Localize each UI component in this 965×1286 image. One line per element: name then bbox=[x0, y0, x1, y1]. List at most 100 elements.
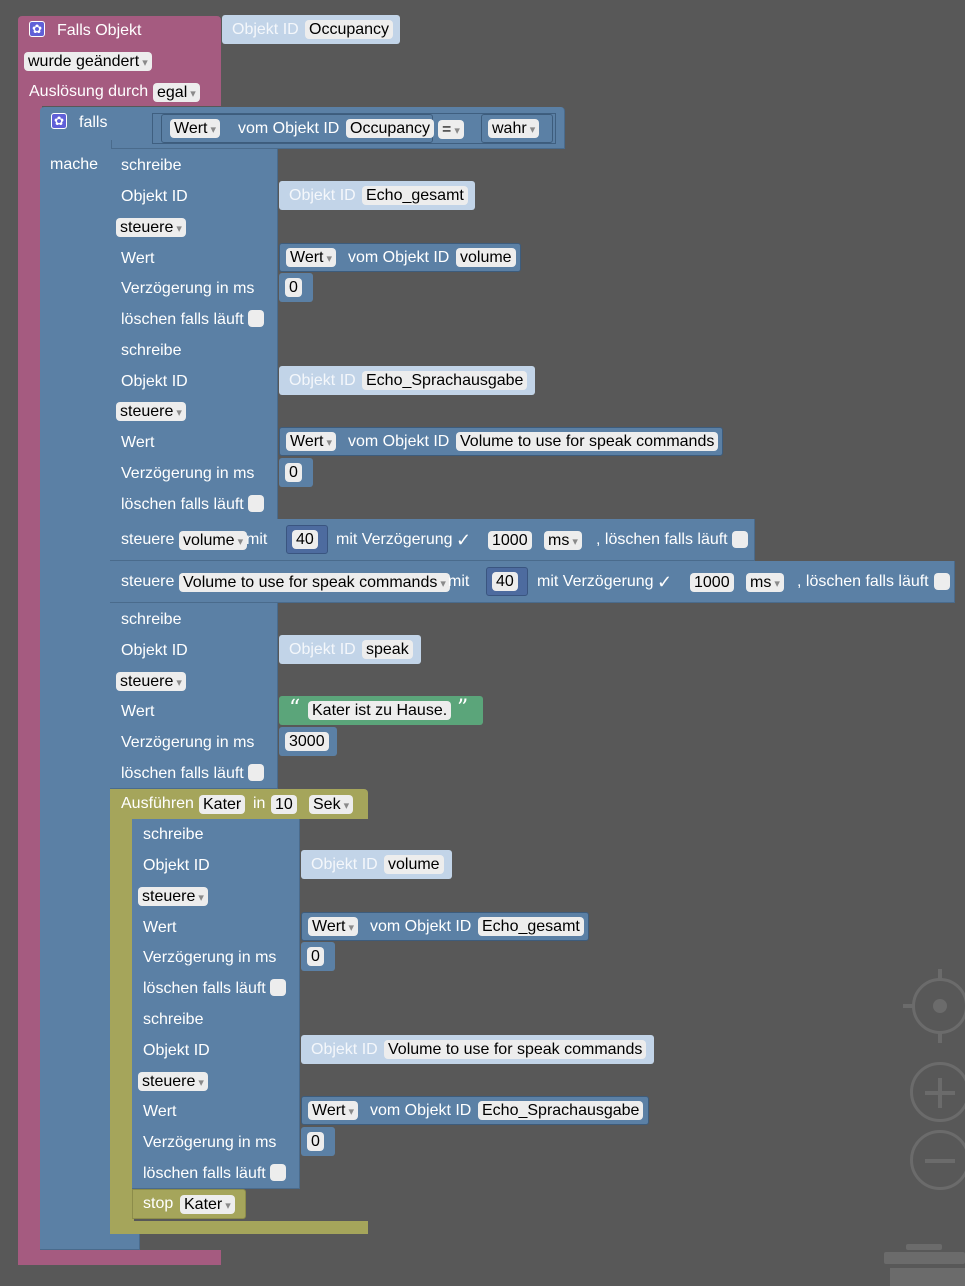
clear-checkbox[interactable] bbox=[270, 979, 286, 996]
delay-checkbox[interactable]: ✓ bbox=[456, 530, 472, 550]
control-target-dropdown[interactable]: volume bbox=[179, 531, 248, 550]
stop-dropdown[interactable]: Kater bbox=[180, 1195, 235, 1214]
control-value[interactable]: 40 bbox=[492, 572, 518, 591]
control-target-dropdown[interactable]: Volume to use for speak commands bbox=[179, 573, 450, 592]
text-value[interactable]: Kater ist zu Hause. bbox=[308, 701, 452, 720]
target-object-value[interactable]: Echo_Sprachausgabe bbox=[362, 371, 528, 390]
control-value-block[interactable]: 40 bbox=[286, 525, 328, 554]
delay-number[interactable]: 0 bbox=[279, 273, 313, 302]
zoom-out-icon[interactable] bbox=[910, 1130, 965, 1190]
stop-block[interactable]: stop Kater bbox=[132, 1189, 246, 1219]
target-object-value[interactable]: volume bbox=[384, 855, 444, 874]
source-object-value[interactable]: Echo_Sprachausgabe bbox=[478, 1101, 644, 1120]
trash-icon[interactable] bbox=[884, 1244, 965, 1286]
delay-value[interactable]: 0 bbox=[307, 947, 324, 966]
value-source[interactable]: Wert vom Objekt ID Echo_gesamt bbox=[301, 912, 589, 941]
target-object-id[interactable]: Objekt ID speak bbox=[279, 635, 421, 664]
delay-number[interactable]: 0 bbox=[301, 1127, 335, 1156]
source-object-value[interactable]: Volume to use for speak commands bbox=[456, 432, 719, 451]
if-condition[interactable]: Wert vom Objekt ID Occupancy = wahr bbox=[152, 113, 556, 144]
wert-dropdown[interactable]: Wert bbox=[308, 1101, 359, 1120]
ausfuehren-label: Ausführen bbox=[121, 795, 194, 812]
delay-value[interactable]: 0 bbox=[285, 278, 302, 297]
wert-dropdown[interactable]: Wert bbox=[286, 248, 337, 267]
steuere-dropdown[interactable]: steuere bbox=[116, 402, 186, 421]
clear-checkbox[interactable] bbox=[270, 1164, 286, 1181]
clear-checkbox[interactable] bbox=[732, 531, 748, 548]
delay-label: Verzögerung in ms bbox=[121, 465, 255, 482]
write-block[interactable]: schreibe Objekt ID steuere Wert Verzöger… bbox=[110, 149, 278, 335]
target-object-id[interactable]: Objekt ID volume bbox=[301, 850, 452, 879]
write-block[interactable]: schreibe Objekt ID steuere Wert Verzöger… bbox=[132, 1004, 300, 1189]
schreibe-label: schreibe bbox=[121, 157, 182, 174]
ausloesung-dropdown[interactable]: egal bbox=[153, 83, 200, 102]
if-object-value[interactable]: Occupancy bbox=[346, 119, 435, 138]
clear-checkbox[interactable] bbox=[248, 495, 264, 512]
clear-checkbox[interactable] bbox=[248, 764, 264, 781]
value-source[interactable]: Wert vom Objekt ID volume bbox=[279, 243, 521, 272]
delay-value[interactable]: 3000 bbox=[285, 732, 329, 751]
trigger-gear-icon[interactable]: ✿ bbox=[29, 21, 45, 37]
delay-value[interactable]: 0 bbox=[285, 463, 302, 482]
target-object-id[interactable]: Objekt ID Echo_gesamt bbox=[279, 181, 475, 210]
open-quote-icon: “ bbox=[289, 696, 301, 721]
clear-checkbox[interactable] bbox=[248, 310, 264, 327]
delay-label: Verzögerung in ms bbox=[121, 280, 255, 297]
trigger-object-value[interactable]: Occupancy bbox=[305, 20, 394, 39]
write-block[interactable]: schreibe Objekt ID steuere Wert Verzöger… bbox=[132, 819, 300, 1005]
target-object-value[interactable]: Echo_gesamt bbox=[362, 186, 468, 205]
unit-dropdown[interactable]: Sek bbox=[309, 795, 354, 814]
control-block[interactable]: steuere volume mit 40 mit Verzögerung ✓ … bbox=[110, 519, 755, 561]
wert-dropdown[interactable]: Wert bbox=[308, 917, 359, 936]
value-source[interactable]: Wert vom Objekt ID Volume to use for spe… bbox=[279, 427, 723, 456]
wert-dropdown[interactable]: Wert bbox=[286, 432, 337, 451]
clear-checkbox[interactable] bbox=[934, 573, 950, 590]
control-value-block[interactable]: 40 bbox=[486, 567, 528, 596]
control-value[interactable]: 40 bbox=[292, 530, 318, 549]
wert-dropdown[interactable]: Wert bbox=[170, 119, 221, 138]
compare-right[interactable]: wahr bbox=[481, 114, 553, 143]
mit-verzoegerung-label: mit Verzögerung bbox=[537, 573, 654, 590]
target-object-value[interactable]: speak bbox=[362, 640, 413, 659]
trigger-object-id[interactable]: Objekt ID Occupancy bbox=[222, 15, 400, 44]
write-block[interactable]: schreibe Objekt ID steuere Wert Verzöger… bbox=[110, 603, 278, 789]
timeout-name[interactable]: Kater bbox=[199, 795, 246, 814]
boolean-dropdown[interactable]: wahr bbox=[488, 119, 540, 138]
objekt-id-label: Objekt ID bbox=[143, 1042, 210, 1059]
delay-number[interactable]: 0 bbox=[301, 942, 335, 971]
delay-checkbox[interactable]: ✓ bbox=[657, 572, 673, 592]
clear-label: löschen falls läuft bbox=[143, 1165, 266, 1182]
timeout-block[interactable]: Ausführen Kater in 10 Sek bbox=[110, 789, 368, 819]
if-gear-icon[interactable]: ✿ bbox=[51, 113, 67, 129]
trigger-title: Falls Objekt bbox=[57, 22, 142, 39]
source-object-value[interactable]: Echo_gesamt bbox=[478, 917, 584, 936]
value-source[interactable]: Wert vom Objekt ID Echo_Sprachausgabe bbox=[301, 1096, 649, 1125]
zoom-in-icon[interactable] bbox=[910, 1062, 965, 1122]
target-object-id[interactable]: Objekt ID Echo_Sprachausgabe bbox=[279, 366, 535, 395]
timeout-value[interactable]: 10 bbox=[271, 795, 297, 814]
ms-dropdown[interactable]: ms bbox=[746, 573, 784, 592]
source-object-value[interactable]: volume bbox=[456, 248, 516, 267]
control-block[interactable]: steuere Volume to use for speak commands… bbox=[110, 561, 955, 603]
steuere-dropdown[interactable]: steuere bbox=[138, 887, 208, 906]
text-block[interactable]: “ Kater ist zu Hause. ” bbox=[279, 696, 483, 725]
write-block[interactable]: schreibe Objekt ID steuere Wert Verzöger… bbox=[110, 334, 278, 520]
steuere-dropdown[interactable]: steuere bbox=[138, 1072, 208, 1091]
delay-label: Verzögerung in ms bbox=[143, 1134, 277, 1151]
mit-label: mit bbox=[246, 531, 268, 548]
compare-left[interactable]: Wert vom Objekt ID Occupancy bbox=[161, 114, 435, 143]
recenter-icon[interactable] bbox=[903, 969, 965, 1043]
delay-value[interactable]: 0 bbox=[307, 1132, 324, 1151]
control-delay-value[interactable]: 1000 bbox=[488, 531, 532, 550]
ms-dropdown[interactable]: ms bbox=[544, 531, 582, 550]
control-delay-value[interactable]: 1000 bbox=[690, 573, 734, 592]
target-object-value[interactable]: Volume to use for speak commands bbox=[384, 1040, 647, 1059]
schreibe-label: schreibe bbox=[121, 611, 182, 628]
trigger-changed-dropdown[interactable]: wurde geändert bbox=[24, 52, 152, 71]
delay-number[interactable]: 3000 bbox=[279, 727, 337, 756]
steuere-dropdown[interactable]: steuere bbox=[116, 218, 186, 237]
target-object-id[interactable]: Objekt ID Volume to use for speak comman… bbox=[301, 1035, 654, 1064]
steuere-dropdown[interactable]: steuere bbox=[116, 672, 186, 691]
delay-number[interactable]: 0 bbox=[279, 458, 313, 487]
operator-dropdown[interactable]: = bbox=[438, 120, 464, 139]
